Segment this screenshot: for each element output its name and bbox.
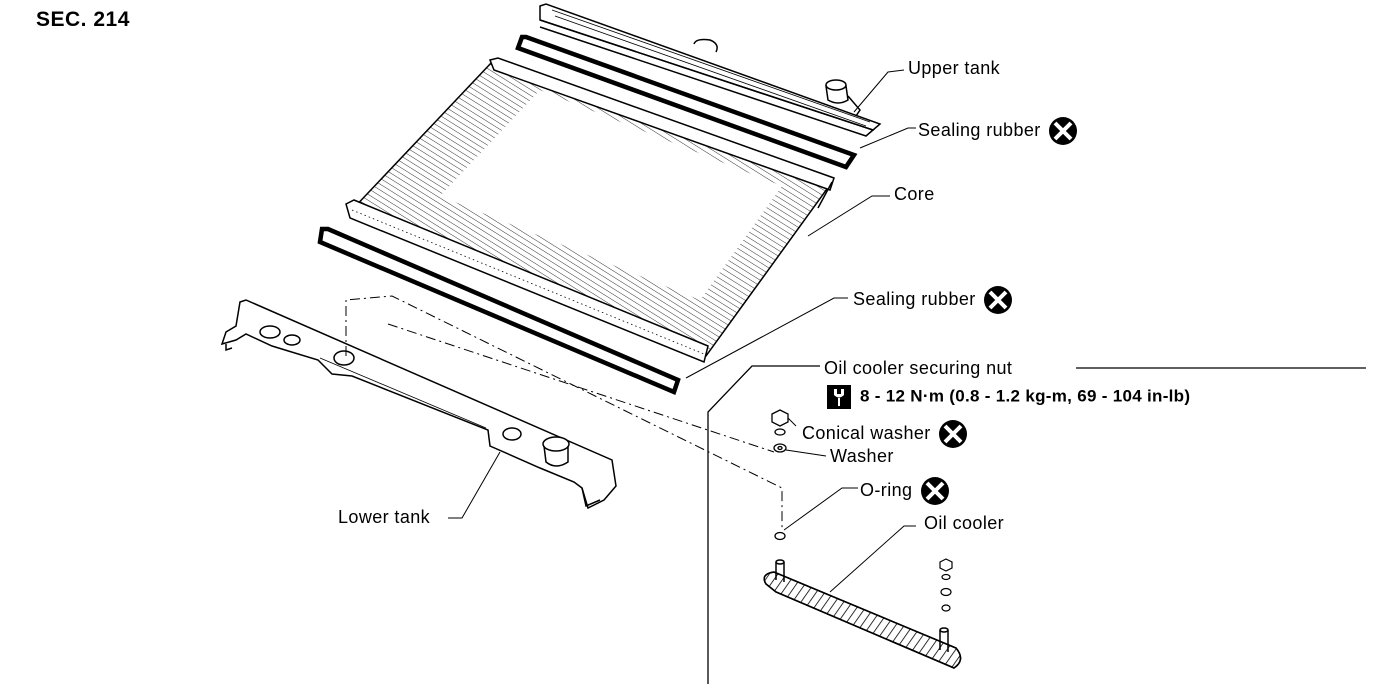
label-sealing-rubber-upper: Sealing rubber xyxy=(918,116,1078,146)
label-washer-text: Washer xyxy=(830,446,894,466)
label-conical-washer-text: Conical washer xyxy=(802,422,931,443)
label-o-ring-text: O-ring xyxy=(860,479,913,500)
torque-spec-text: 8 - 12 N·m (0.8 - 1.2 kg-m, 69 - 104 in-… xyxy=(860,386,1191,406)
label-sealing-rubber-lower-text: Sealing rubber xyxy=(853,288,976,309)
do-not-reuse-icon xyxy=(939,420,968,448)
label-conical-washer: Conical washer xyxy=(802,419,968,449)
frame-lines xyxy=(707,365,1366,684)
torque-spec: 8 - 12 N·m (0.8 - 1.2 kg-m, 69 - 104 in-… xyxy=(826,384,1190,410)
torque-wrench-icon xyxy=(827,385,851,409)
leader-lines xyxy=(448,69,916,593)
sealing-rubber-lower xyxy=(317,226,681,396)
sealing-rubber-upper xyxy=(515,34,858,170)
label-sealing-rubber-upper-text: Sealing rubber xyxy=(918,119,1041,140)
label-core-text: Core xyxy=(894,184,935,204)
do-not-reuse-icon xyxy=(984,286,1013,314)
nut-washer-stack xyxy=(771,409,789,541)
do-not-reuse-icon xyxy=(1049,117,1078,145)
radiator-core xyxy=(345,57,835,364)
label-oil-cooler: Oil cooler xyxy=(924,513,1004,533)
alignment-lines xyxy=(345,295,783,530)
oil-cooler xyxy=(763,559,962,669)
label-oil-cooler-text: Oil cooler xyxy=(924,513,1005,533)
do-not-reuse-icon xyxy=(920,477,949,505)
label-oil-cooler-securing-nut: Oil cooler securing nut xyxy=(824,358,1012,378)
label-washer: Washer xyxy=(830,446,894,466)
label-sealing-rubber-lower: Sealing rubber xyxy=(853,285,1013,315)
label-lower-tank-text: Lower tank xyxy=(338,507,431,527)
label-upper-tank-text: Upper tank xyxy=(908,58,1001,78)
label-upper-tank: Upper tank xyxy=(908,58,1000,78)
label-lower-tank: Lower tank xyxy=(338,507,430,527)
section-number: SEC. 214 xyxy=(36,8,130,31)
second-nut-washer-stack xyxy=(939,558,953,612)
label-core: Core xyxy=(894,184,935,204)
upper-tank xyxy=(539,3,882,137)
lower-tank xyxy=(220,299,617,510)
label-o-ring: O-ring xyxy=(860,476,950,506)
label-oil-cooler-securing-nut-text: Oil cooler securing nut xyxy=(824,358,1013,378)
